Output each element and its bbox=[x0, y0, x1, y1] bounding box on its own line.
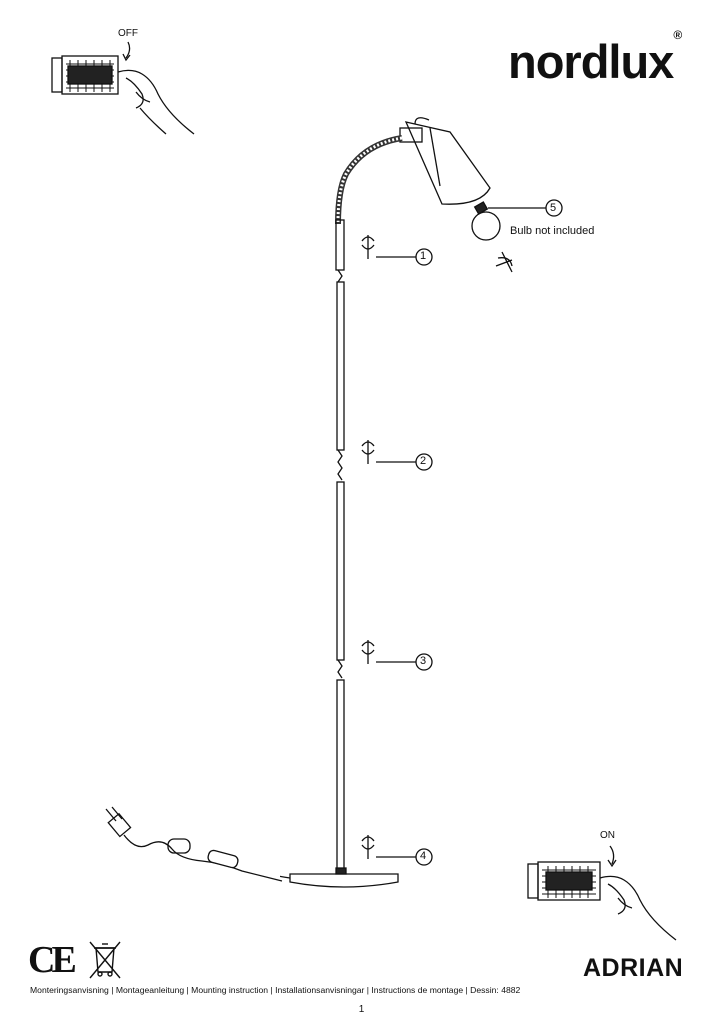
ce-mark: CE bbox=[28, 939, 77, 981]
registered-mark: ® bbox=[673, 28, 682, 43]
switch-on-hand-icon bbox=[527, 845, 677, 941]
bulb-icon bbox=[471, 199, 563, 273]
brand-logo: nordlux® bbox=[508, 29, 682, 88]
callout-5: 5 bbox=[550, 202, 557, 214]
switch-off-label: OFF bbox=[118, 28, 138, 39]
callout-2: 2 bbox=[420, 455, 427, 467]
lamp-drawing bbox=[280, 117, 491, 888]
rotate-arrow-icon bbox=[495, 251, 513, 273]
product-name: ADRIAN bbox=[583, 954, 684, 982]
callout-3-marker bbox=[361, 640, 433, 671]
plug-icon bbox=[105, 806, 283, 882]
callout-3: 3 bbox=[420, 655, 427, 667]
callout-1: 1 bbox=[420, 250, 427, 262]
callout-4-marker bbox=[361, 835, 433, 866]
bulb-not-included-note: Bulb not included bbox=[510, 225, 595, 237]
screw-icon bbox=[361, 235, 433, 866]
callout-4: 4 bbox=[420, 850, 427, 862]
callout-2-marker bbox=[361, 440, 433, 471]
brand-name: nordlux bbox=[508, 35, 674, 88]
switch-on-label: ON bbox=[600, 830, 615, 841]
weee-bin-icon bbox=[89, 941, 121, 979]
page-number: 1 bbox=[358, 1004, 365, 1015]
switch-off-hand-icon bbox=[51, 41, 195, 135]
footer-text: Monteringsanvisning | Montageanleitung |… bbox=[30, 985, 521, 995]
callout-1-marker bbox=[361, 235, 433, 266]
